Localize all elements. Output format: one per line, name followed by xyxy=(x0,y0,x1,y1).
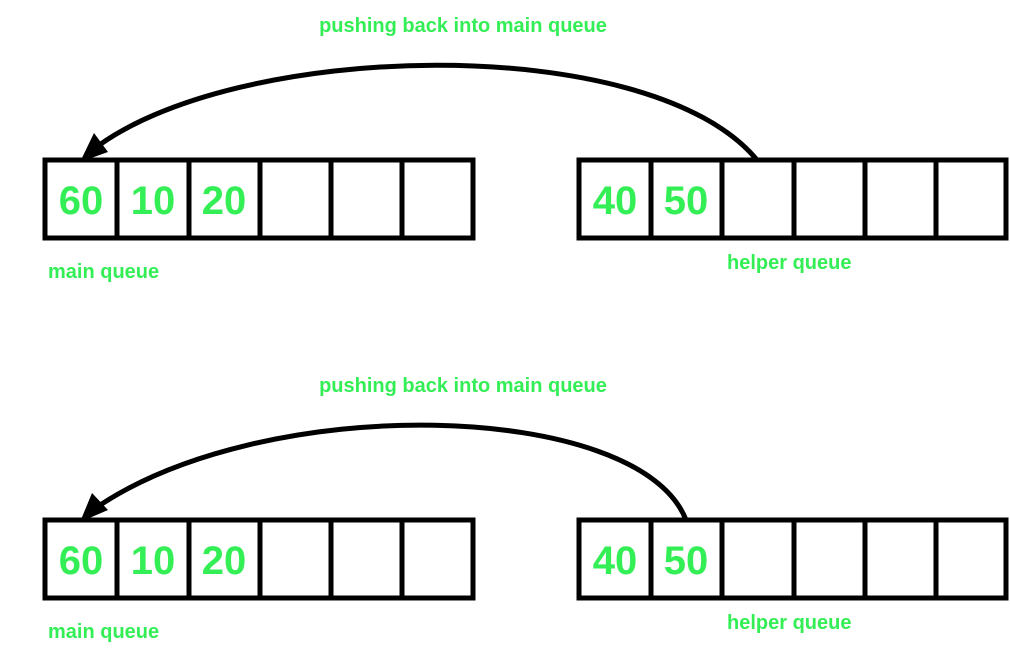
main-queue-cell-5 xyxy=(399,157,476,241)
helper-queue-cell-4 xyxy=(862,157,939,241)
helper-queue-cell-4 xyxy=(862,517,939,601)
panel-1-push-back-arrow xyxy=(88,62,759,162)
helper-queue-cell-0 xyxy=(576,517,654,601)
helper-queue-value-1: 50 xyxy=(664,179,709,223)
helper-queue-cell-0 xyxy=(576,157,654,241)
helper-queue-cell-3 xyxy=(791,157,868,241)
helper-queue-cell-3 xyxy=(791,517,868,601)
helper-queue-label: helper queue xyxy=(727,612,851,634)
main-queue-cell-5 xyxy=(399,517,476,601)
panel-2: pushing back into main queue 60 10 20 ma… xyxy=(42,375,1009,643)
helper-queue-cell-2 xyxy=(719,517,797,601)
helper-queue-value-0: 40 xyxy=(593,539,638,583)
main-queue-cell-4 xyxy=(328,517,405,601)
panel-1-caption: pushing back into main queue xyxy=(319,15,607,37)
helper-queue-value-1: 50 xyxy=(664,539,709,583)
main-queue-cell-1 xyxy=(114,517,192,601)
helper-queue-cell-2 xyxy=(719,157,797,241)
main-queue-cell-3 xyxy=(257,517,334,601)
panel-1-arrowhead xyxy=(80,133,108,162)
helper-queue-value-0: 40 xyxy=(593,179,638,223)
panel-2-arrowhead xyxy=(80,493,108,522)
main-queue-label: main queue xyxy=(48,261,159,283)
helper-queue-cell-1 xyxy=(648,517,725,601)
main-queue-cell-3 xyxy=(257,157,334,241)
main-queue-cell-2 xyxy=(186,517,263,601)
panel-1-main-queue: 60 10 20 main queue xyxy=(42,157,476,283)
panel-2-main-queue: 60 10 20 main queue xyxy=(42,517,476,643)
panel-1-helper-queue: 40 50 helper queue xyxy=(576,157,1009,274)
main-queue-cell-4 xyxy=(328,157,405,241)
main-queue-label: main queue xyxy=(48,621,159,643)
helper-queue-label: helper queue xyxy=(727,252,851,274)
main-queue-value-1: 10 xyxy=(131,179,176,223)
main-queue-value-2: 20 xyxy=(202,539,247,583)
panel-2-helper-queue: 40 50 helper queue xyxy=(576,517,1009,634)
panel-1: pushing back into main queue 60 10 20 ma… xyxy=(42,15,1009,283)
helper-queue-cell-5 xyxy=(933,157,1009,241)
main-queue-value-1: 10 xyxy=(131,539,176,583)
main-queue-value-0: 60 xyxy=(59,179,104,223)
main-queue-value-2: 20 xyxy=(202,179,247,223)
panel-2-caption: pushing back into main queue xyxy=(319,375,607,397)
helper-queue-cell-5 xyxy=(933,517,1009,601)
panel-2-push-back-arrow xyxy=(88,422,689,521)
main-queue-value-0: 60 xyxy=(59,539,104,583)
